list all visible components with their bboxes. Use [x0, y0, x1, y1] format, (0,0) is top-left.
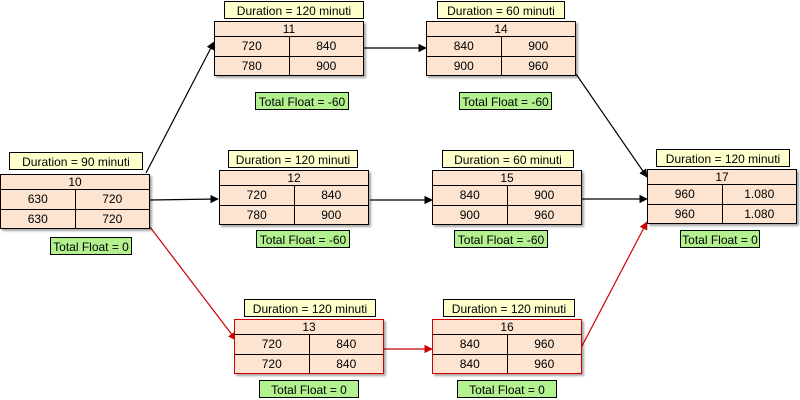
late-finish: 900 — [293, 206, 369, 225]
activity-table: 15 840 900 900 960 — [432, 170, 582, 225]
activity-table: 10 630 720 630 720 — [0, 174, 150, 229]
early-start: 720 — [261, 337, 282, 351]
total-float-badge: Total Float = -60 — [256, 230, 350, 248]
total-float-badge: Total Float = 0 — [259, 380, 359, 398]
activity-id: 10 — [1, 175, 149, 190]
late-finish: 960 — [506, 206, 582, 225]
edge-16-17[interactable] — [581, 221, 648, 347]
duration-label: Duration = 120 minuti — [228, 150, 358, 168]
late-row: 960 1.080 — [648, 204, 796, 224]
early-row: 630 720 — [1, 190, 149, 209]
early-finish: 720 — [74, 190, 150, 209]
duration-label: Duration = 60 minuti — [437, 1, 565, 19]
early-finish: 840 — [308, 335, 384, 354]
activity-table: 12 720 840 780 900 — [219, 170, 369, 225]
late-start: 900 — [459, 208, 480, 222]
early-start: 840 — [459, 337, 480, 351]
duration-label: Duration = 120 minuti — [656, 149, 790, 167]
activity-id: 11 — [215, 22, 363, 37]
early-finish: 900 — [506, 186, 582, 205]
late-start: 840 — [459, 357, 480, 371]
early-row: 720 840 — [220, 186, 368, 205]
late-finish: 960 — [500, 57, 576, 76]
late-row: 630 720 — [1, 209, 149, 229]
late-start: 780 — [246, 208, 267, 222]
early-finish: 840 — [288, 37, 364, 56]
edge-10-12 — [149, 194, 219, 204]
activity-table: 14 840 900 900 960 — [426, 21, 576, 76]
activity-table: 13 720 840 720 840 — [234, 319, 384, 374]
early-finish: 900 — [500, 37, 576, 56]
total-float-badge: Total Float = 0 — [457, 380, 557, 398]
late-row: 900 960 — [433, 205, 581, 225]
late-start: 720 — [261, 357, 282, 371]
early-start: 840 — [453, 39, 474, 53]
total-float-badge: Total Float = -60 — [454, 230, 548, 248]
early-start: 840 — [459, 188, 480, 202]
early-row: 720 840 — [215, 37, 363, 56]
early-finish: 1.080 — [721, 185, 797, 204]
duration-label: Duration = 90 minuti — [9, 152, 143, 170]
early-row: 840 960 — [433, 335, 581, 354]
activity-id: 15 — [433, 171, 581, 186]
edge-10-11 — [145, 41, 215, 174]
activity-table: 16 840 960 840 960 — [432, 319, 582, 374]
early-start: 960 — [674, 187, 695, 201]
late-finish: 1.080 — [721, 205, 797, 224]
edge-14-17 — [575, 73, 648, 178]
activity-id: 13 — [235, 320, 383, 335]
activity-id: 16 — [433, 320, 581, 335]
duration-label: Duration = 120 minuti — [443, 299, 575, 317]
activity-id: 12 — [220, 171, 368, 186]
late-finish: 960 — [506, 355, 582, 374]
late-start: 630 — [27, 212, 48, 226]
early-start: 720 — [246, 188, 267, 202]
late-start: 900 — [453, 59, 474, 73]
total-float-badge: Total Float = 0 — [680, 230, 760, 248]
late-finish: 900 — [288, 57, 364, 76]
early-finish: 960 — [506, 335, 582, 354]
early-start: 720 — [241, 39, 262, 53]
early-finish: 840 — [293, 186, 369, 205]
activity-id: 17 — [648, 170, 796, 185]
total-float-badge: Total Float = -60 — [459, 92, 552, 110]
early-start: 630 — [27, 192, 48, 206]
early-row: 840 900 — [433, 186, 581, 205]
late-finish: 720 — [74, 210, 150, 229]
late-start: 780 — [241, 59, 262, 73]
late-row: 780 900 — [220, 205, 368, 225]
early-row: 840 900 — [427, 37, 575, 56]
duration-label: Duration = 120 minuti — [224, 1, 364, 19]
late-row: 780 900 — [215, 56, 363, 76]
duration-label: Duration = 60 minuti — [442, 150, 574, 168]
late-row: 900 960 — [427, 56, 575, 76]
duration-label: Duration = 120 minuti — [244, 299, 376, 317]
activity-table: 11 720 840 780 900 — [214, 21, 364, 76]
late-finish: 840 — [308, 355, 384, 374]
edge-10-13[interactable] — [149, 226, 237, 341]
activity-id: 14 — [427, 22, 575, 37]
total-float-badge: Total Float = 0 — [50, 237, 132, 255]
early-row: 960 1.080 — [648, 185, 796, 204]
early-row: 720 840 — [235, 335, 383, 354]
late-row: 840 960 — [433, 354, 581, 374]
total-float-badge: Total Float = -60 — [255, 92, 349, 110]
late-start: 960 — [674, 207, 695, 221]
activity-table: 17 960 1.080 960 1.080 — [647, 169, 797, 224]
late-row: 720 840 — [235, 354, 383, 374]
